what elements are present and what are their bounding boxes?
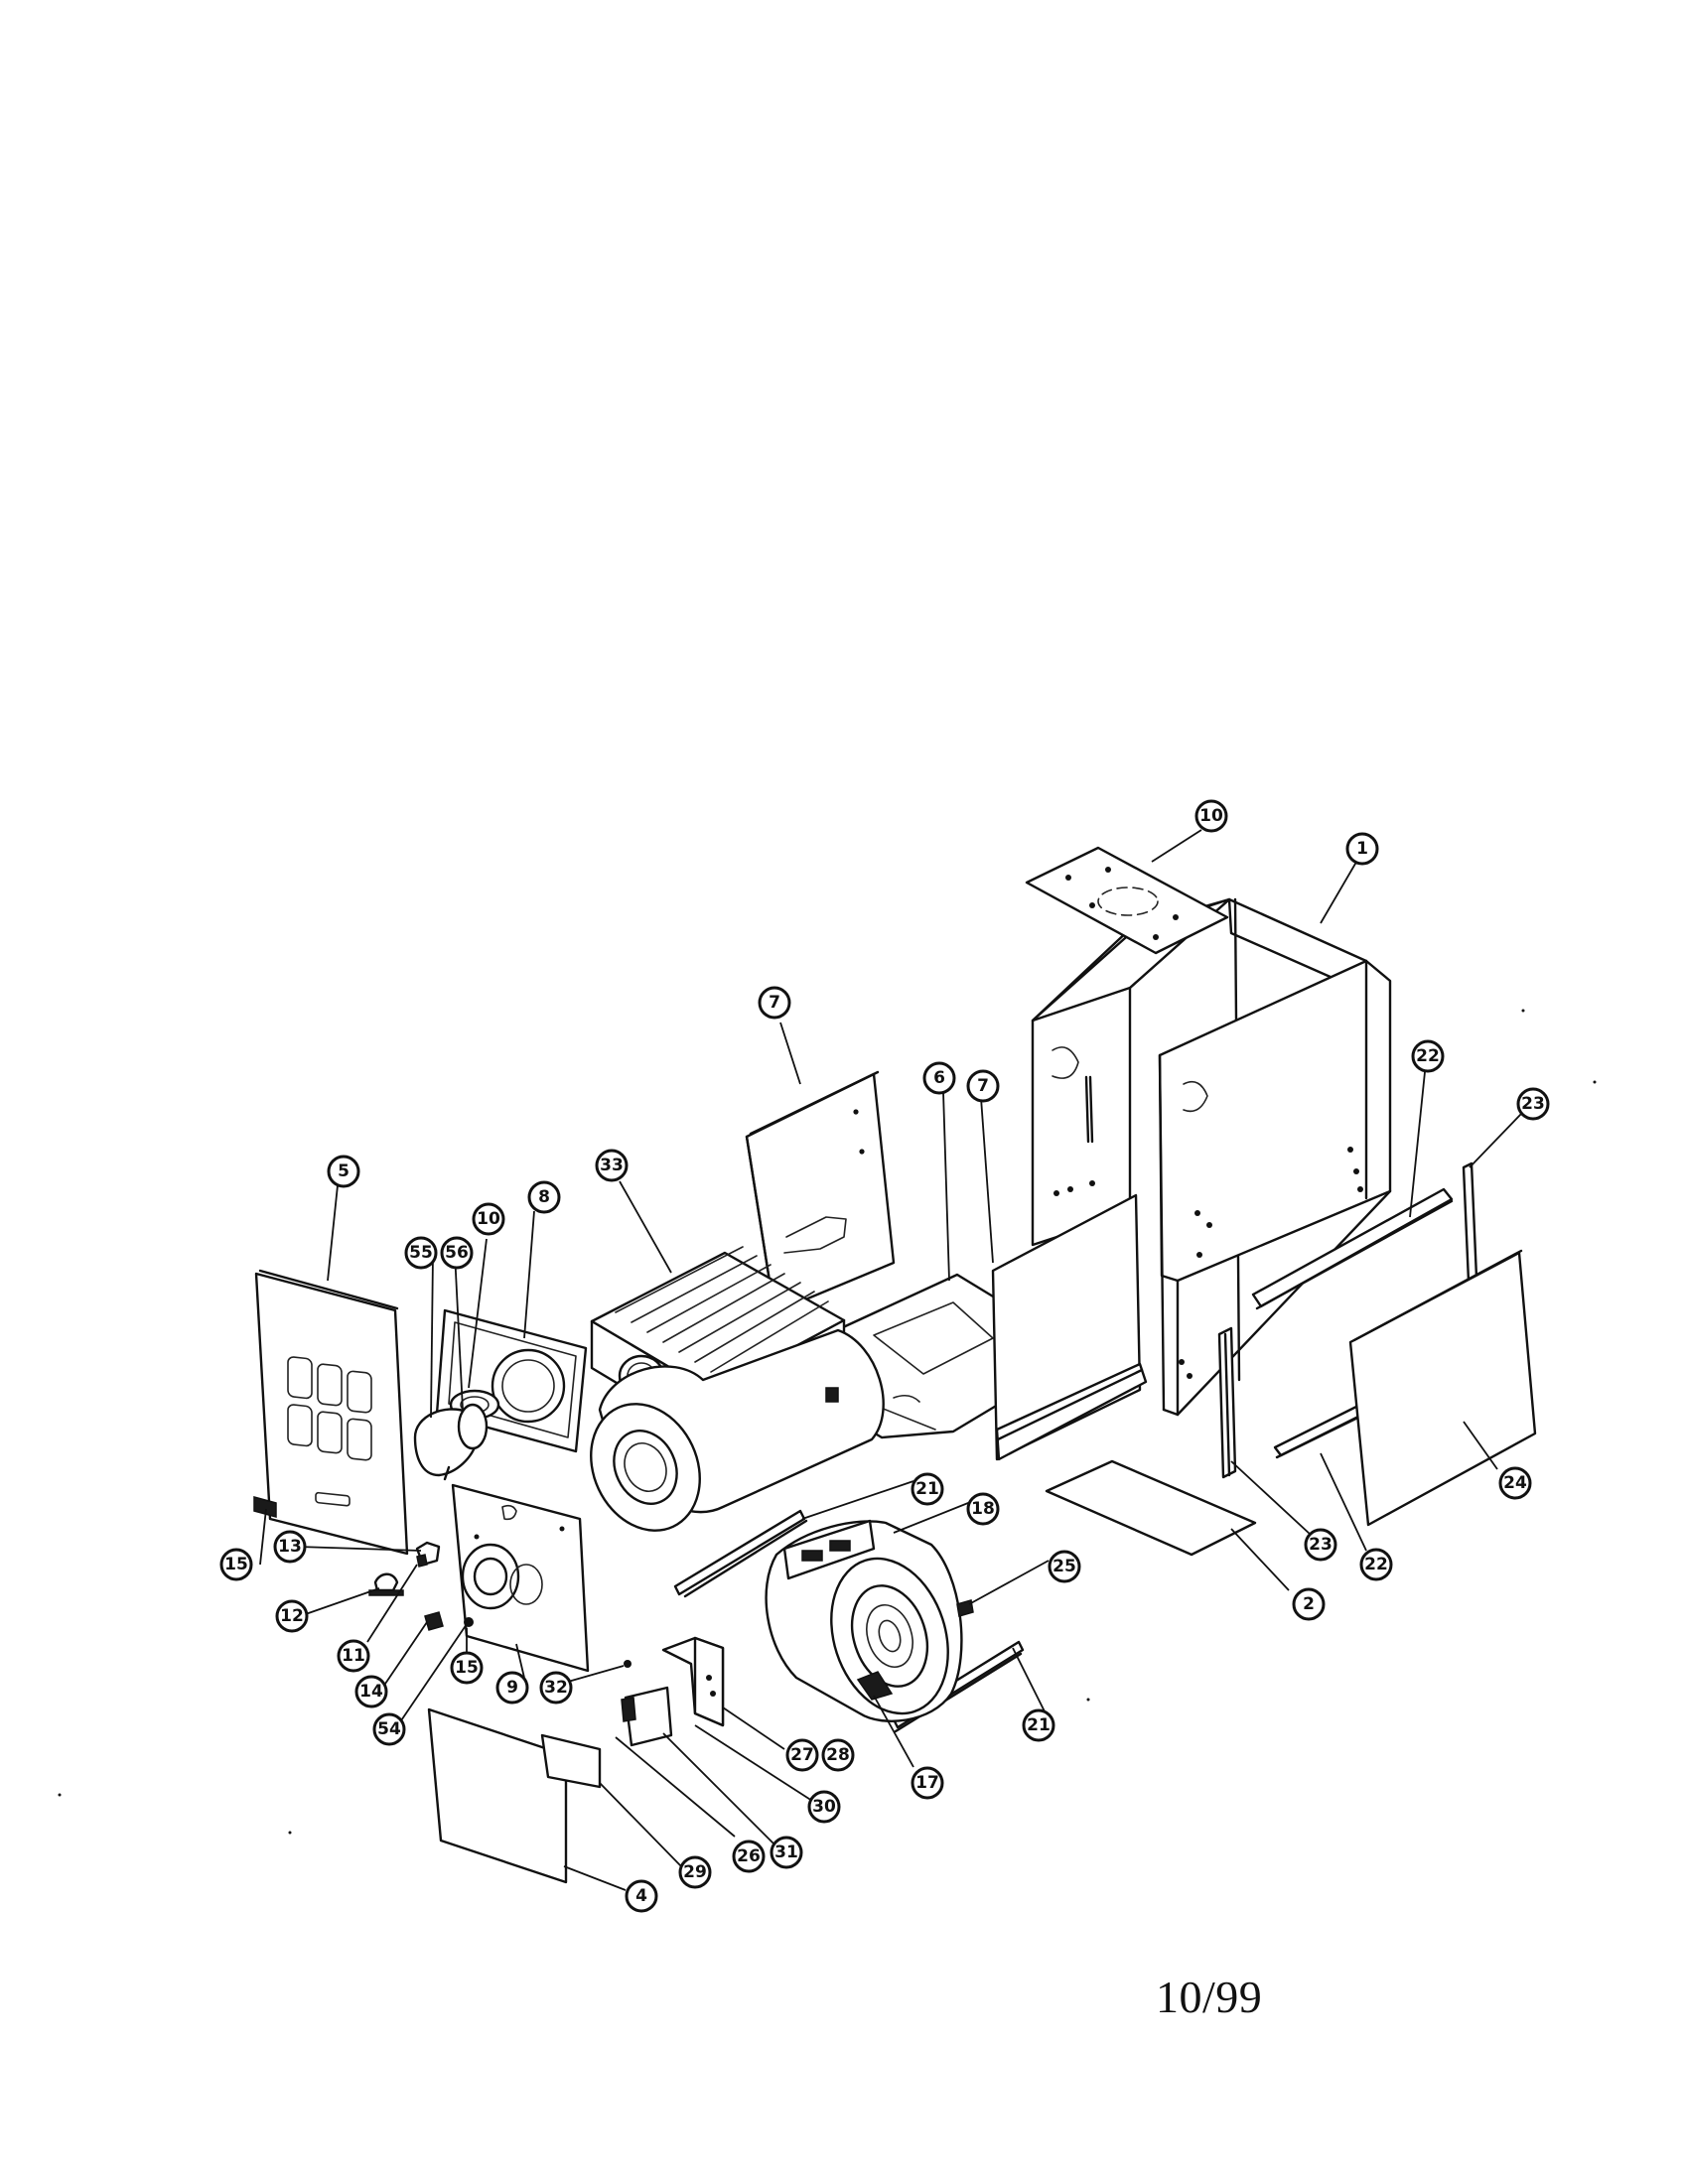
svg-text:23: 23 — [1309, 1535, 1333, 1555]
callout-7: 7 — [758, 986, 791, 1020]
callout-23b: 23 — [1516, 1087, 1550, 1121]
svg-text:5: 5 — [338, 1161, 350, 1181]
callout-21b: 21 — [1022, 1708, 1055, 1742]
svg-text:21: 21 — [915, 1479, 939, 1499]
svg-text:4: 4 — [635, 1886, 647, 1906]
svg-text:26: 26 — [737, 1846, 761, 1866]
callout-8: 8 — [527, 1180, 561, 1214]
callout-18: 18 — [966, 1492, 1000, 1526]
callout-28: 28 — [821, 1738, 855, 1772]
callout-5: 5 — [327, 1155, 360, 1188]
callout-4: 4 — [625, 1879, 658, 1913]
callout-15: 15 — [219, 1548, 253, 1581]
callout-30: 30 — [807, 1790, 841, 1824]
svg-text:30: 30 — [812, 1797, 836, 1817]
svg-text:22: 22 — [1416, 1046, 1440, 1066]
callout-55: 55 — [404, 1236, 438, 1270]
svg-text:1: 1 — [1356, 839, 1368, 859]
svg-text:11: 11 — [342, 1646, 365, 1666]
svg-text:18: 18 — [971, 1499, 995, 1519]
leader-lines — [259, 829, 1522, 1891]
callout-22: 22 — [1359, 1548, 1393, 1581]
part-bracket — [621, 1636, 725, 1747]
svg-text:56: 56 — [445, 1243, 469, 1263]
svg-text:10: 10 — [477, 1209, 500, 1229]
svg-text:33: 33 — [600, 1156, 624, 1175]
part-heat-exchanger — [590, 1246, 885, 1532]
svg-text:10: 10 — [1199, 806, 1223, 826]
svg-text:28: 28 — [826, 1745, 850, 1765]
part-burner-tube — [413, 1389, 500, 1481]
callout-12: 12 — [275, 1599, 309, 1633]
svg-text:12: 12 — [280, 1606, 304, 1626]
callout-31: 31 — [770, 1836, 803, 1869]
svg-text:14: 14 — [359, 1682, 383, 1702]
callout-13: 13 — [273, 1530, 307, 1564]
svg-text:7: 7 — [977, 1076, 989, 1096]
callout-29: 29 — [678, 1855, 712, 1889]
callout-27: 27 — [785, 1738, 819, 1772]
svg-text:13: 13 — [278, 1537, 302, 1557]
callout-9: 9 — [495, 1671, 529, 1705]
svg-text:31: 31 — [774, 1843, 798, 1862]
part-inner-panel — [451, 1483, 590, 1673]
svg-text:22: 22 — [1364, 1555, 1388, 1574]
svg-text:54: 54 — [377, 1719, 401, 1739]
part-blower — [765, 1519, 963, 1722]
svg-text:25: 25 — [1052, 1557, 1076, 1576]
part-panel-7-lower — [991, 1193, 1148, 1461]
callout-56: 56 — [440, 1236, 474, 1270]
callout-14: 14 — [354, 1675, 388, 1708]
callout-10: 10 — [472, 1202, 505, 1236]
svg-text:15: 15 — [455, 1658, 479, 1678]
callout-23: 23 — [1304, 1528, 1337, 1562]
callout-26: 26 — [732, 1840, 766, 1873]
callouts: 1 10 7 6 7 33 8 10 55 56 5 15 13 12 11 1… — [219, 799, 1550, 1913]
part-top-plate — [1025, 846, 1229, 955]
callout-6: 6 — [922, 1061, 956, 1095]
callout-17: 17 — [911, 1766, 944, 1800]
callout-1: 1 — [1345, 832, 1379, 866]
svg-text:9: 9 — [506, 1678, 518, 1698]
specks — [58, 1009, 1597, 1835]
date-stamp: 10/99 — [1156, 1972, 1263, 2022]
svg-text:24: 24 — [1503, 1473, 1527, 1493]
callout-7b: 7 — [966, 1069, 1000, 1103]
callout-2: 2 — [1292, 1587, 1326, 1621]
svg-text:7: 7 — [769, 993, 780, 1013]
svg-text:21: 21 — [1027, 1715, 1051, 1735]
callout-11: 11 — [337, 1639, 370, 1673]
svg-text:27: 27 — [790, 1745, 814, 1765]
part-bottom-plate — [1045, 1459, 1257, 1557]
svg-text:2: 2 — [1303, 1594, 1315, 1614]
callout-54: 54 — [372, 1712, 406, 1746]
callout-32: 32 — [539, 1671, 573, 1705]
svg-text:15: 15 — [224, 1555, 248, 1574]
part-front-door — [254, 1269, 409, 1556]
callout-24: 24 — [1498, 1466, 1532, 1500]
svg-text:29: 29 — [683, 1862, 707, 1882]
svg-text:6: 6 — [933, 1068, 945, 1088]
svg-text:17: 17 — [915, 1773, 939, 1793]
svg-text:8: 8 — [538, 1187, 550, 1207]
svg-text:32: 32 — [544, 1678, 568, 1698]
part-small-fittings — [253, 1496, 474, 1631]
callout-33: 33 — [595, 1149, 629, 1182]
part-access-panel — [427, 1707, 602, 1884]
svg-text:23: 23 — [1521, 1094, 1545, 1114]
callout-25: 25 — [1048, 1550, 1081, 1583]
callout-3: 10 — [1194, 799, 1228, 833]
callout-15b: 15 — [450, 1651, 484, 1685]
callout-22b: 22 — [1411, 1039, 1445, 1073]
callout-21: 21 — [911, 1472, 944, 1506]
svg-text:55: 55 — [409, 1243, 433, 1263]
